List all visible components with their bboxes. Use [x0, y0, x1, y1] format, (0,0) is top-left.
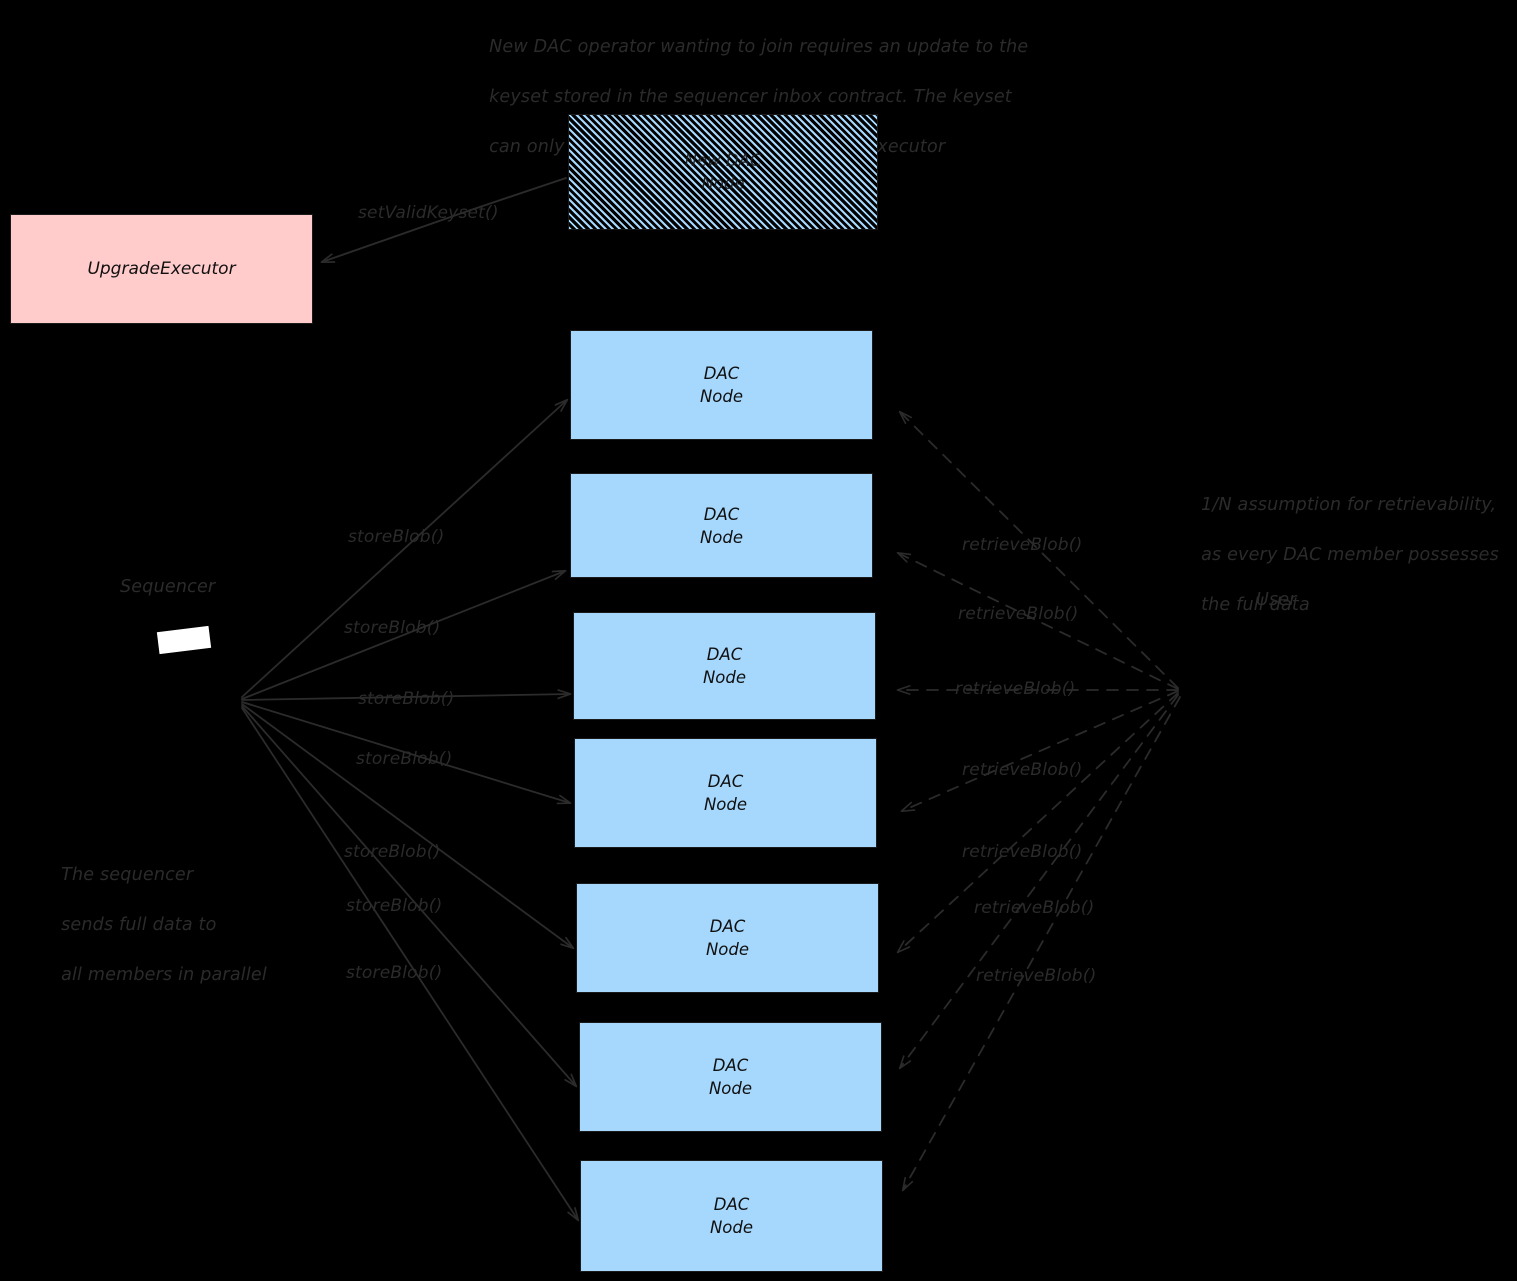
- edge-label-retrieve-blob-3: retrieveBlob(): [955, 679, 1076, 699]
- dac-node-4-line-1: DAC: [707, 772, 744, 791]
- dac-node-box-5[interactable]: DAC Node: [576, 883, 879, 993]
- new-dac-node-box[interactable]: New DAC Node: [568, 114, 878, 230]
- edge-retrieve-blob-group: [896, 410, 1181, 1192]
- dac-node-box-6[interactable]: DAC Node: [579, 1022, 882, 1132]
- dac-node-7-line-2: Node: [709, 1218, 754, 1237]
- right-annotation: 1/N assumption for retrievability, as ev…: [1178, 468, 1499, 643]
- dac-node-box-3[interactable]: DAC Node: [573, 612, 876, 720]
- edge-label-store-blob-6: storeBlob(): [346, 896, 443, 916]
- edge-store-blob-group: [241, 398, 580, 1222]
- edge-label-retrieve-blob-4: retrieveBlob(): [962, 760, 1083, 780]
- edge-label-retrieve-blob-6: retrieveBlob(): [974, 898, 1095, 918]
- right-annotation-line-2: as every DAC member possesses: [1201, 545, 1499, 565]
- dac-node-box-7[interactable]: DAC Node: [580, 1160, 883, 1272]
- dac-node-2-line-1: DAC: [703, 504, 740, 524]
- left-annotation-line-1: The sequencer: [61, 865, 194, 885]
- right-annotation-line-1: 1/N assumption for retrievability,: [1201, 495, 1497, 515]
- upgrade-executor-label: UpgradeExecutor: [87, 259, 236, 279]
- edge-label-store-blob-4: storeBlob(): [356, 749, 453, 769]
- dac-node-3-line-1: DAC: [706, 645, 743, 664]
- dac-node-5-line-1: DAC: [709, 917, 746, 936]
- sequencer-label: Sequencer: [120, 577, 216, 597]
- edge-label-retrieve-blob-7: retrieveBlob(): [976, 966, 1097, 986]
- left-annotation-line-2: sends full data to: [61, 915, 217, 935]
- upgrade-executor-box[interactable]: UpgradeExecutor: [10, 214, 313, 324]
- edge-label-store-blob-3: storeBlob(): [358, 689, 455, 709]
- top-annotation-line-1: New DAC operator wanting to join require…: [489, 37, 1029, 57]
- dac-node-box-4[interactable]: DAC Node: [574, 738, 877, 848]
- sequencer-icon: [156, 625, 212, 655]
- new-dac-node-label-line-2: Node: [701, 174, 745, 193]
- edge-label-retrieve-blob-5: retrieveBlob(): [962, 842, 1083, 862]
- left-annotation-line-3: all members in parallel: [61, 965, 267, 985]
- dac-node-6-line-1: DAC: [712, 1056, 749, 1075]
- dac-node-2-line-2: Node: [699, 527, 744, 547]
- edge-label-set-valid-keyset: setValidKeyset(): [358, 203, 499, 223]
- dac-node-box-1[interactable]: DAC Node: [570, 330, 873, 440]
- dac-node-4-line-2: Node: [703, 795, 748, 814]
- edge-label-retrieve-blob-1: retrieveBlob(): [962, 535, 1083, 555]
- edge-label-store-blob-2: storeBlob(): [344, 618, 441, 638]
- dac-node-7-line-1: DAC: [713, 1195, 750, 1214]
- edge-label-retrieve-blob-2: retrieveBlob(): [958, 604, 1079, 624]
- right-annotation-line-3: the full data: [1201, 595, 1310, 615]
- dac-node-6-line-2: Node: [708, 1079, 753, 1098]
- dac-node-1-line-1: DAC: [703, 364, 740, 383]
- edge-label-store-blob-5: storeBlob(): [344, 842, 441, 862]
- new-dac-node-label-line-1: New DAC: [684, 151, 762, 170]
- user-label: User: [1256, 590, 1297, 610]
- edge-label-store-blob-7: storeBlob(): [346, 963, 443, 983]
- dac-node-3-line-2: Node: [702, 668, 747, 687]
- dac-node-1-line-2: Node: [699, 387, 744, 406]
- edge-label-store-blob-1: storeBlob(): [348, 527, 445, 547]
- left-annotation: The sequencer sends full data to all mem…: [38, 838, 267, 1013]
- dac-node-5-line-2: Node: [705, 940, 750, 959]
- top-annotation-line-2: keyset stored in the sequencer inbox con…: [489, 87, 1012, 107]
- dac-node-box-2[interactable]: DAC Node: [570, 473, 873, 578]
